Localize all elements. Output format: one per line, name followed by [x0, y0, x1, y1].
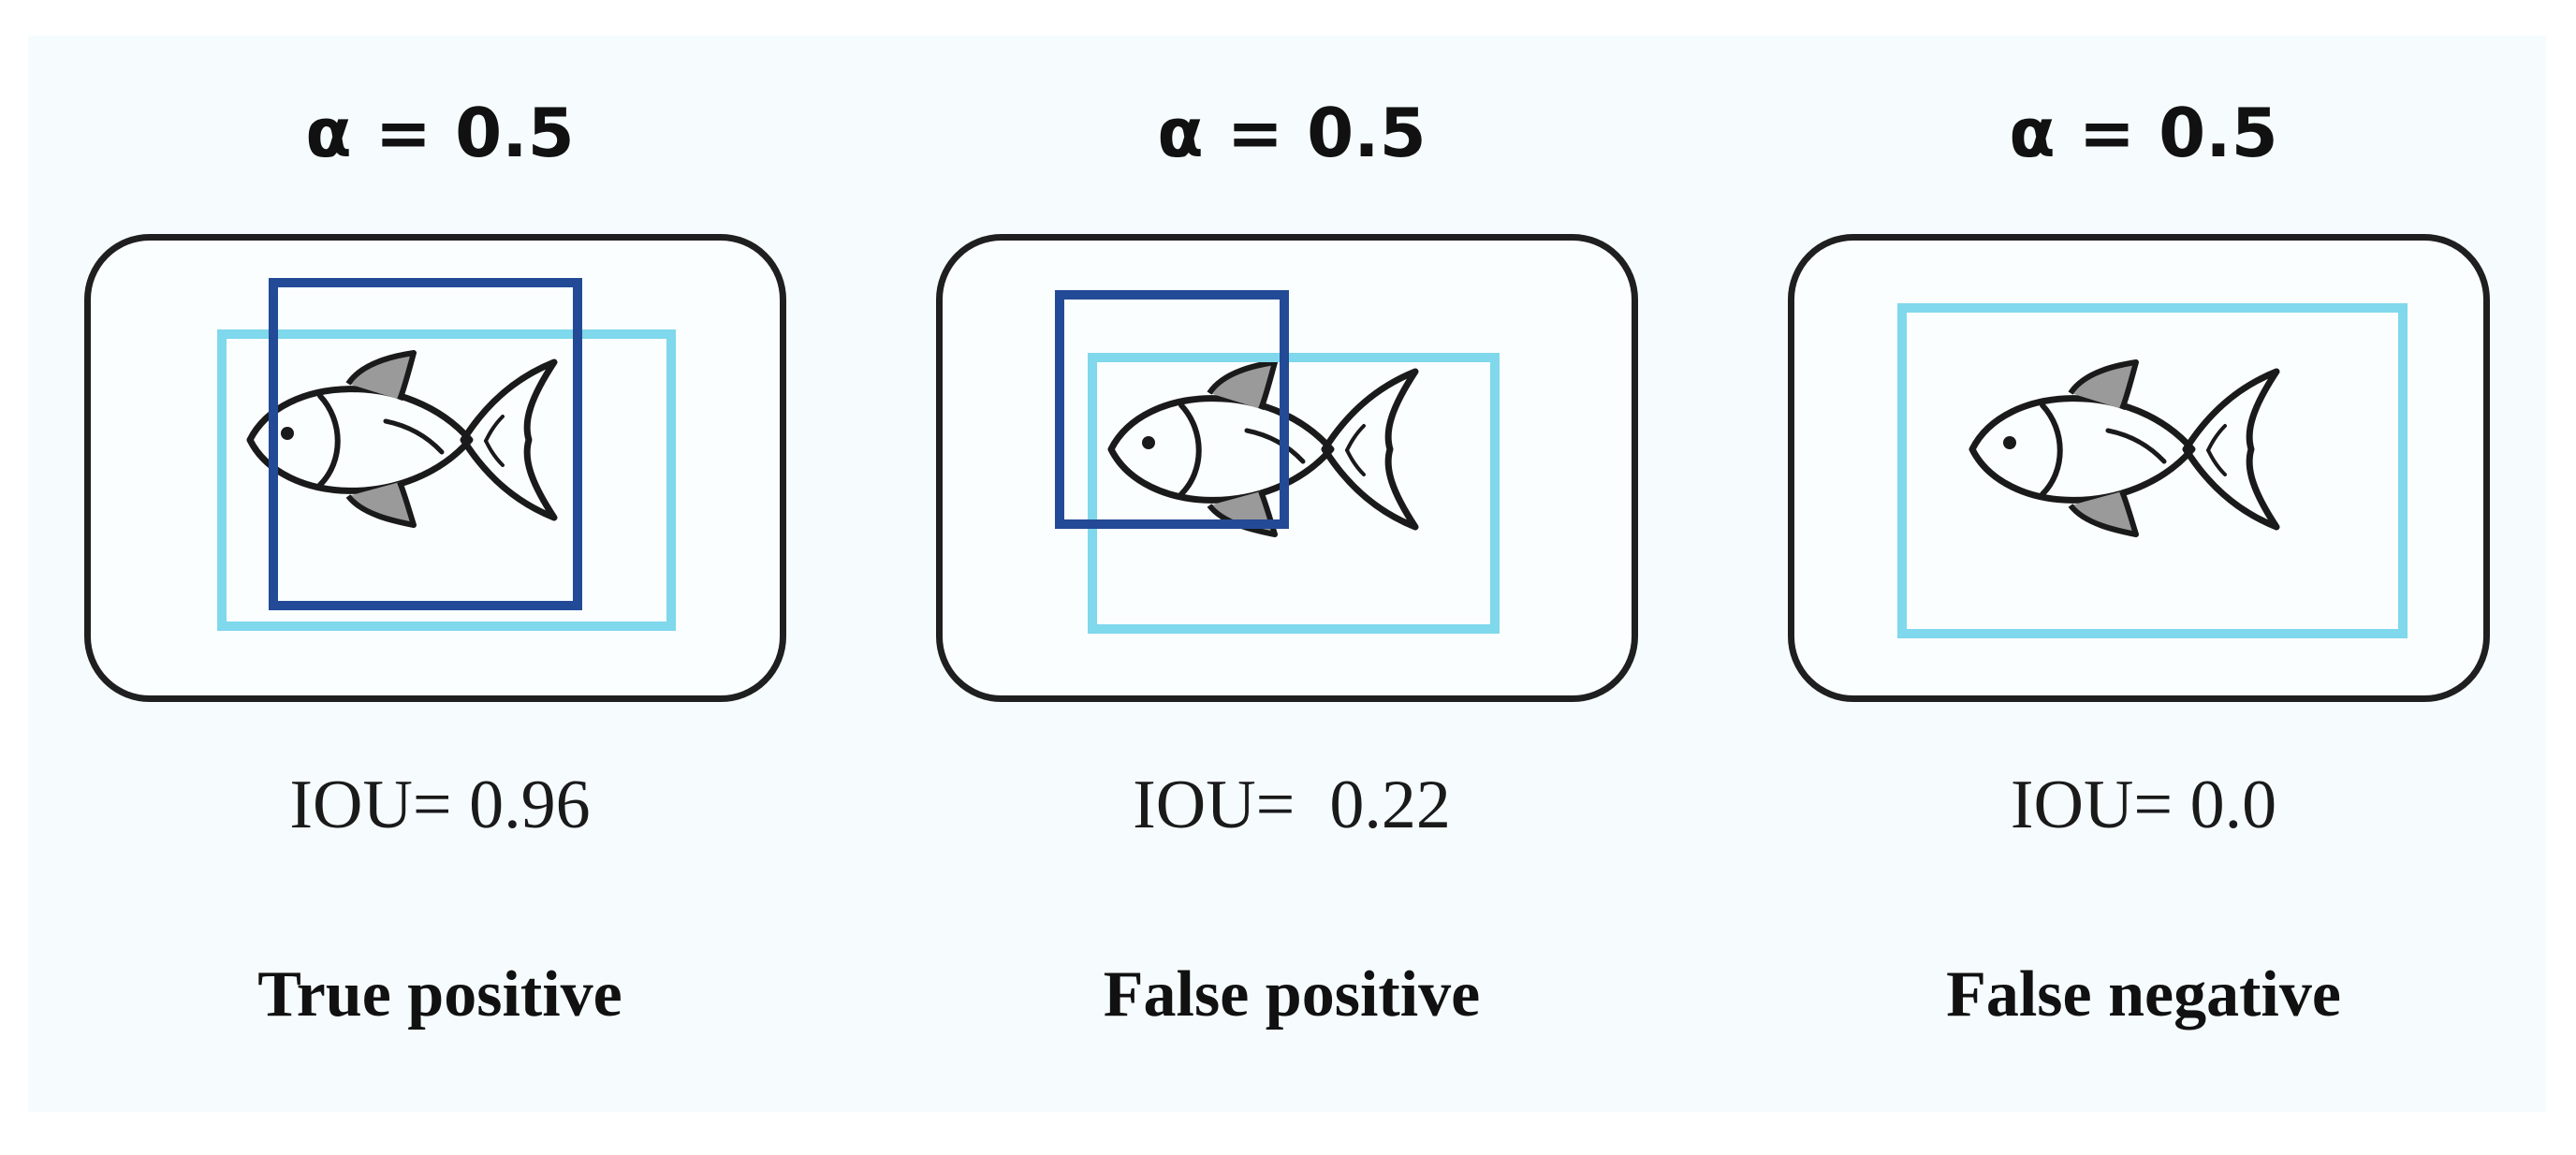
- iou-value: IOU= 0.96: [289, 767, 591, 843]
- fish-icon: [250, 353, 554, 525]
- result-label: False positive: [1103, 958, 1481, 1031]
- panel-false-positive: α = 0.5 IOU= 0.22 False positive: [899, 36, 1685, 1112]
- alpha-label: α = 0.5: [1157, 94, 1427, 172]
- ground-truth-box: [1897, 303, 2408, 638]
- iou-value: IOU= 0.0: [2010, 767, 2277, 843]
- ground-truth-box: [1088, 353, 1500, 634]
- fish-icon: [1972, 362, 2276, 534]
- alpha-label: α = 0.5: [2009, 94, 2278, 172]
- image-frame: [1788, 234, 2490, 702]
- panel-true-positive: α = 0.5 IOU= 0.96 True positive: [47, 36, 833, 1112]
- image-frame: [936, 234, 1638, 702]
- result-label: True positive: [257, 958, 622, 1031]
- result-label: False negative: [1946, 958, 2341, 1031]
- ground-truth-box: [217, 329, 676, 631]
- panel-false-negative: α = 0.5 IOU= 0.0 False negative: [1750, 36, 2537, 1112]
- prediction-box: [1055, 290, 1289, 529]
- alpha-label: α = 0.5: [305, 94, 575, 172]
- fish-icon: [1111, 362, 1415, 534]
- iou-value: IOU= 0.22: [1133, 767, 1451, 843]
- prediction-box: [269, 278, 582, 610]
- diagram: α = 0.5 IOU= 0.96 True positive α = 0.5 …: [28, 36, 2546, 1112]
- image-frame: [84, 234, 786, 702]
